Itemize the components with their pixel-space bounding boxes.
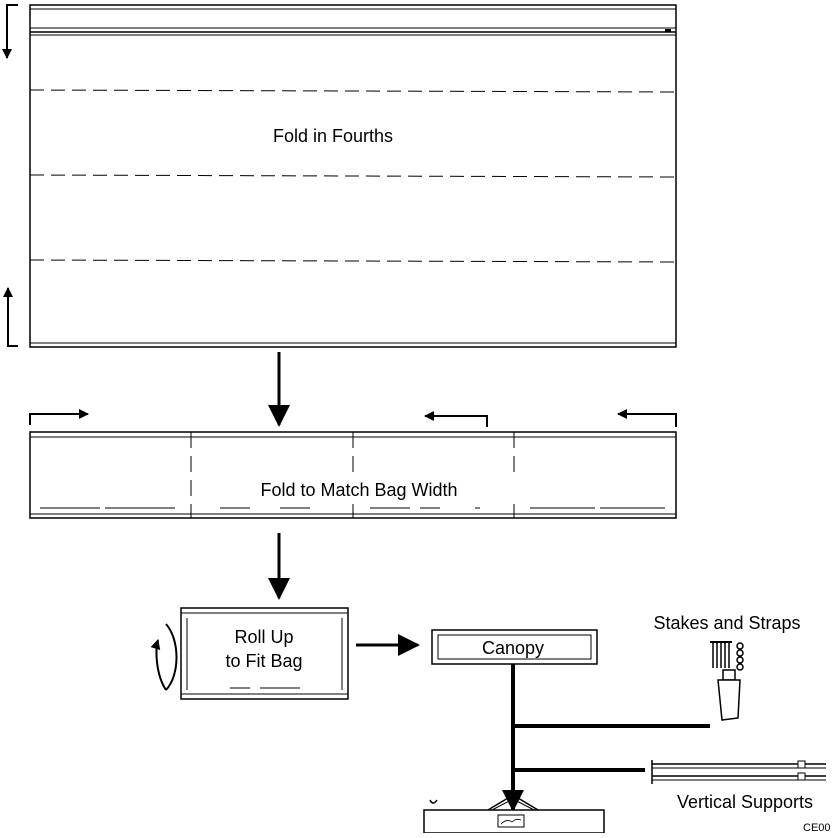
- canopy-strip-folded: [29, 431, 677, 519]
- roll-label-line2: to Fit Bag: [225, 651, 302, 671]
- fold-bag-width-label: Fold to Match Bag Width: [260, 480, 457, 500]
- fold-fourths-label: Fold in Fourths: [273, 126, 393, 146]
- fold-line-3: [29, 259, 677, 263]
- vertical-supports-illustration: [651, 760, 826, 784]
- stakes-straps-label: Stakes and Straps: [653, 613, 800, 633]
- roll-curve-arrow: [150, 639, 167, 691]
- roll-curve: [165, 623, 178, 691]
- stakes-and-straps-illustration: [710, 641, 744, 721]
- fold-up-arrow: [2, 287, 18, 347]
- fold-down-arrow: [2, 4, 18, 59]
- packed-kit-bag: [423, 794, 605, 834]
- roll-label-line1: Roll Up: [234, 627, 293, 647]
- canopy-sheet-flat: [29, 4, 677, 348]
- vertical-supports-label: Vertical Supports: [677, 792, 813, 812]
- fold-line-2: [29, 174, 677, 178]
- canopy-bag: [431, 629, 598, 665]
- canopy-label: Canopy: [482, 638, 544, 658]
- figure-code: CE00: [803, 822, 831, 833]
- fold-line-1: [29, 89, 677, 93]
- rolled-canopy-bundle: [180, 607, 349, 700]
- strip-label-bg: [222, 476, 516, 502]
- strip-fold-arrow-left: [29, 409, 89, 425]
- strip-fold-arrow-mid: [424, 411, 488, 427]
- strip-fold-arrow-right: [617, 409, 677, 427]
